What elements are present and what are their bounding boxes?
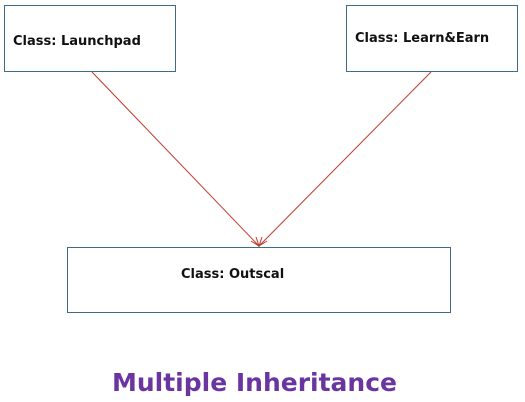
class-box-launchpad: Class: Launchpad: [4, 5, 176, 72]
class-label-outscal: Class: Outscal: [181, 267, 285, 282]
class-label-launchpad: Class: Launchpad: [13, 34, 141, 49]
class-box-learn-earn: Class: Learn&Earn: [346, 5, 518, 72]
diagram-title: Multiple Inheritance: [111, 368, 398, 397]
arrow-learnearn-to-outscal: [258, 71, 432, 247]
arrowhead: [258, 236, 268, 248]
class-box-outscal: Class: Outscal: [67, 247, 451, 313]
class-label-learn-earn: Class: Learn&Earn: [355, 31, 490, 46]
arrow-launchpad-to-outscal: [91, 71, 260, 247]
